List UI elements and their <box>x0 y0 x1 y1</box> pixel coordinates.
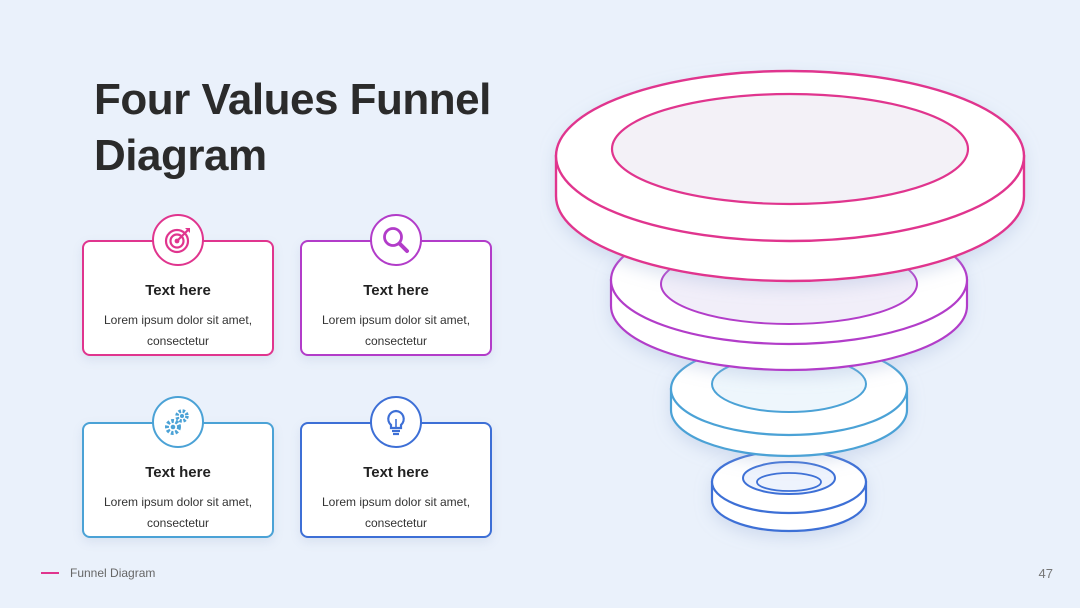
slide-title: Four Values Funnel Diagram <box>94 75 491 180</box>
value-card-4-body: Lorem ipsum dolor sit amet, consectetur <box>321 495 471 530</box>
page-number: 47 <box>1038 566 1053 581</box>
value-card-4-badge <box>370 396 422 448</box>
gears-icon <box>165 409 189 435</box>
value-card-4-heading: Text here <box>363 464 429 481</box>
value-card-1-body: Lorem ipsum dolor sit amet, consectetur <box>103 313 253 348</box>
value-card-3-heading: Text here <box>145 464 211 481</box>
value-card-1-heading: Text here <box>145 282 211 299</box>
funnel-ring-4 <box>710 449 868 533</box>
target-icon <box>164 228 190 254</box>
value-card-4: Text here Lorem ipsum dolor sit amet, co… <box>300 396 492 538</box>
value-card-2: Text here Lorem ipsum dolor sit amet, co… <box>300 214 492 356</box>
value-card-3-badge <box>152 396 204 448</box>
value-card-2-badge <box>370 214 422 266</box>
value-card-1-badge <box>152 214 204 266</box>
value-card-1: Text here Lorem ipsum dolor sit amet, co… <box>82 214 274 356</box>
lightbulb-icon <box>387 409 405 436</box>
funnel-ring-1 <box>554 69 1026 283</box>
footer-accent-line <box>41 572 59 574</box>
value-card-3-body: Lorem ipsum dolor sit amet, consectetur <box>103 495 253 530</box>
footer-label: Funnel Diagram <box>70 566 156 580</box>
value-card-3: Text here Lorem ipsum dolor sit amet, co… <box>82 396 274 538</box>
value-card-2-body: Lorem ipsum dolor sit amet, consectetur <box>321 313 471 348</box>
search-icon <box>383 227 409 253</box>
value-card-2-heading: Text here <box>363 282 429 299</box>
funnel-graphic <box>554 69 1026 533</box>
